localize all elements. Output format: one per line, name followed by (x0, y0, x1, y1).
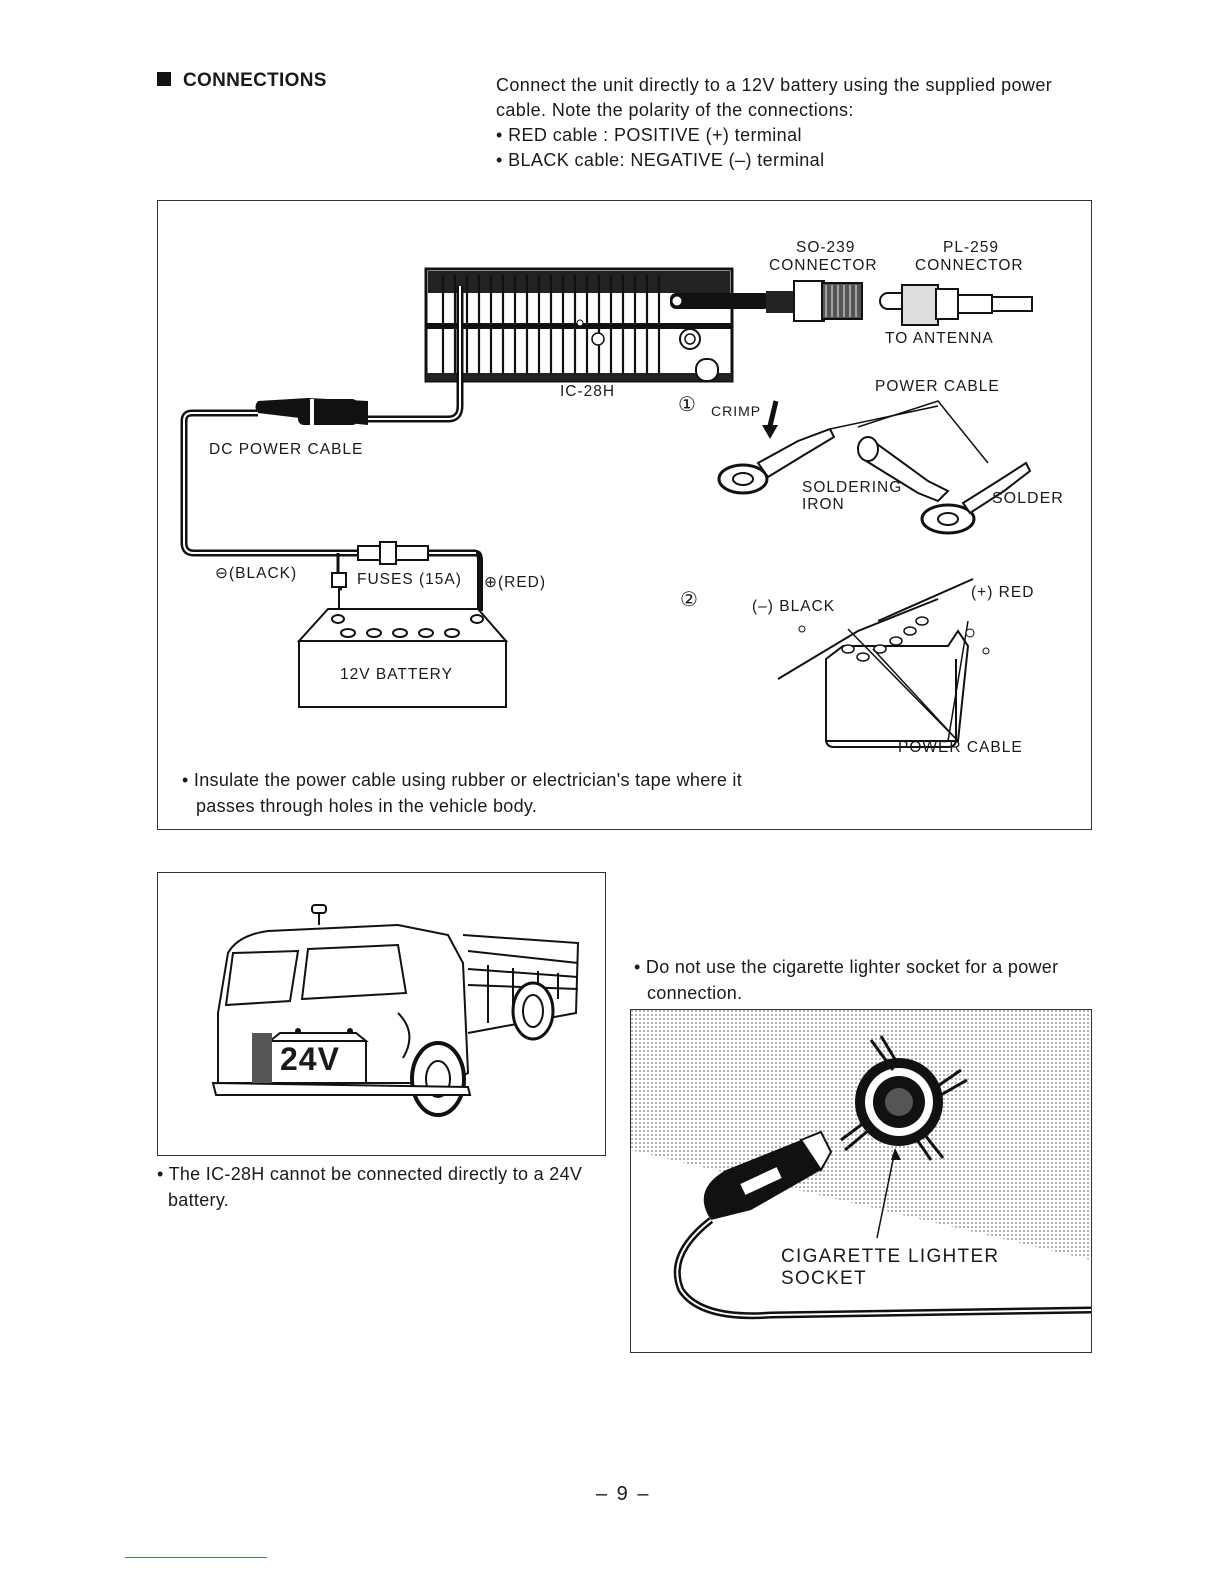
soldering-iron-label-line1: SOLDERING (802, 479, 903, 496)
fuses-label: FUSES (15A) (357, 571, 462, 588)
power-cable-label-bottom: POWER CABLE (898, 739, 1023, 756)
lighter-note-line1: • Do not use the cigarette lighter socke… (634, 957, 1059, 977)
step-2-marker: ② (680, 589, 699, 611)
dc-power-cable-label: DC POWER CABLE (209, 441, 364, 458)
soldering-iron-label-line2: IRON (802, 496, 845, 513)
antenna-coax-icon (670, 280, 1033, 326)
pl259-label-line1: PL-259 (943, 239, 999, 256)
intro-line-1: Connect the unit directly to a 12V batte… (496, 75, 1053, 95)
connection-diagram-illustration (180, 267, 1033, 748)
negative-black-label: (–) BLACK (752, 598, 836, 615)
black-terminal-label: ⊖(BLACK) (215, 565, 298, 582)
crimp-label: CRIMP (711, 403, 762, 419)
intro-line-2: cable. Note the polarity of the connecti… (496, 100, 854, 120)
lighter-plug-icon (673, 1130, 1091, 1320)
to-antenna-label: TO ANTENNA (885, 330, 994, 347)
footer-divider (125, 1557, 267, 1558)
insulate-note-line1: • Insulate the power cable using rubber … (182, 770, 743, 790)
radio-model-label: IC-28H (560, 383, 616, 400)
battery-12v-icon (296, 608, 509, 708)
square-bullet-icon (157, 72, 171, 86)
page-number: – 9 – (596, 1483, 651, 1505)
connection-diagram-box: SO-239 CONNECTOR PL-259 CONNECTOR TO ANT… (157, 200, 1092, 830)
insulate-note-line2: passes through holes in the vehicle body… (196, 796, 538, 816)
soldering-iron-icon (857, 400, 1032, 535)
battery-24v-icon (252, 1028, 369, 1084)
dc-power-cable-icon (180, 286, 483, 611)
solder-label: SOLDER (992, 490, 1064, 507)
truck-note-line2: battery. (168, 1190, 230, 1210)
pl259-label-line2: CONNECTOR (915, 257, 1024, 274)
intro-bullet-black: • BLACK cable: NEGATIVE (–) terminal (496, 150, 825, 170)
so239-label-line1: SO-239 (796, 239, 856, 256)
cigarette-lighter-label-line2: SOCKET (781, 1268, 867, 1289)
section-title-text: CONNECTIONS (183, 70, 327, 91)
section-title: CONNECTIONS (157, 70, 327, 92)
radio-unit-icon (424, 267, 734, 383)
battery-wiring-icon (777, 578, 990, 748)
lighter-socket-icon (840, 1035, 968, 1161)
battery-24v-label: 24V (280, 1041, 340, 1077)
insulate-note: • Insulate the power cable using rubber … (182, 767, 742, 819)
intro-paragraph: Connect the unit directly to a 12V batte… (496, 73, 1052, 173)
crimp-lug-icon (717, 400, 939, 495)
battery-12v-label: 12V BATTERY (340, 666, 453, 683)
step-1-marker: ① (678, 394, 697, 416)
positive-red-label: (+) RED (971, 584, 1035, 601)
truck-illustration-box: 24V (157, 872, 606, 1156)
red-terminal-label: ⊕(RED) (484, 574, 547, 591)
cigarette-lighter-illustration (631, 1010, 1091, 1320)
so239-label-line2: CONNECTOR (769, 257, 878, 274)
truck-note-line1: • The IC-28H cannot be connected directl… (157, 1164, 583, 1184)
cigarette-lighter-label-line1: CIGARETTE LIGHTER (781, 1246, 1000, 1267)
cigarette-lighter-box: CIGARETTE LIGHTER SOCKET (630, 1009, 1092, 1353)
lighter-note-line2: connection. (647, 983, 743, 1003)
truck-24v-illustration (211, 904, 580, 1117)
power-cable-label-top: POWER CABLE (875, 378, 1000, 395)
intro-bullet-red: • RED cable : POSITIVE (+) terminal (496, 125, 802, 145)
lighter-note: • Do not use the cigarette lighter socke… (634, 954, 1058, 1006)
truck-note: • The IC-28H cannot be connected directl… (157, 1161, 582, 1213)
